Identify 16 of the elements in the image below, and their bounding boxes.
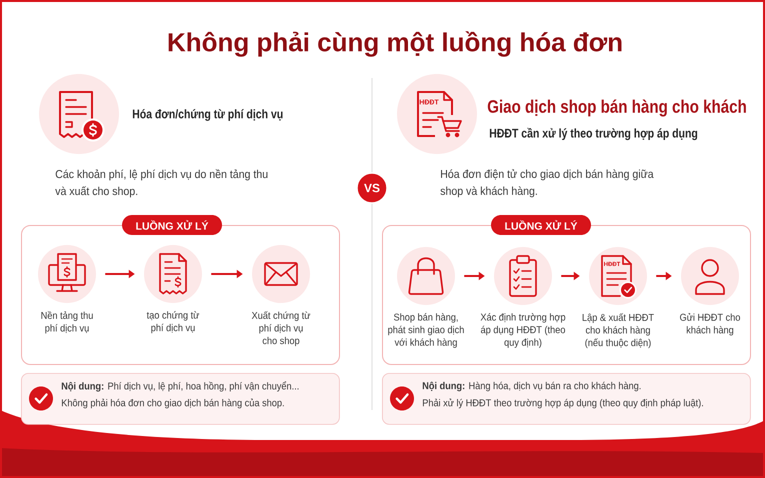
step-label: Lập & xuất HĐĐT cho khách hàng (nếu thuộc diện): [582, 313, 654, 348]
step-label: Shop bán hàng, phát sinh giao dịch với khách hàng: [388, 313, 464, 348]
step-label: tạo chứng từ phí dịch vụ: [146, 311, 200, 334]
versus-badge: VS: [356, 172, 388, 204]
note-box: Nội dung: Hàng hóa, dịch vụ bán ra cho khách hàng. Phải xử lý HĐĐT theo trường hợp áp dụng (theo quy định pháp luật).: [382, 373, 751, 425]
title: Không phải cùng một luồng hóa đơn: [168, 31, 622, 57]
heading: Giao dịch shop bán hàng cho khách: [488, 99, 746, 116]
subtitle: HĐĐT cần xử lý theo trường hợp áp dụng: [490, 128, 698, 140]
step-label: Xác định trường hợp áp dụng HĐĐT (theo quy định): [480, 313, 566, 348]
step-label: Gửi HĐĐT cho khách hàng: [680, 313, 740, 336]
step-label: Xuất chứng từ phí dịch vụ cho shop: [252, 311, 310, 346]
description: Hóa đơn điện tử cho giao dịch bán hàng giữa shop và khách hàng.: [440, 169, 654, 198]
description: Các khoản phí, lệ phí dịch vụ do nền tảng thu và xuất cho shop.: [55, 169, 268, 198]
step-label: Nền tảng thu phí dịch vụ: [41, 311, 93, 334]
note-box: Nội dung: Phí dịch vụ, lệ phí, hoa hồng, phí vận chuyển... Không phải hóa đơn cho giao dịch bán hàng của shop.: [21, 373, 340, 425]
subtitle: Hóa đơn/chứng từ phí dịch vụ: [132, 109, 283, 121]
